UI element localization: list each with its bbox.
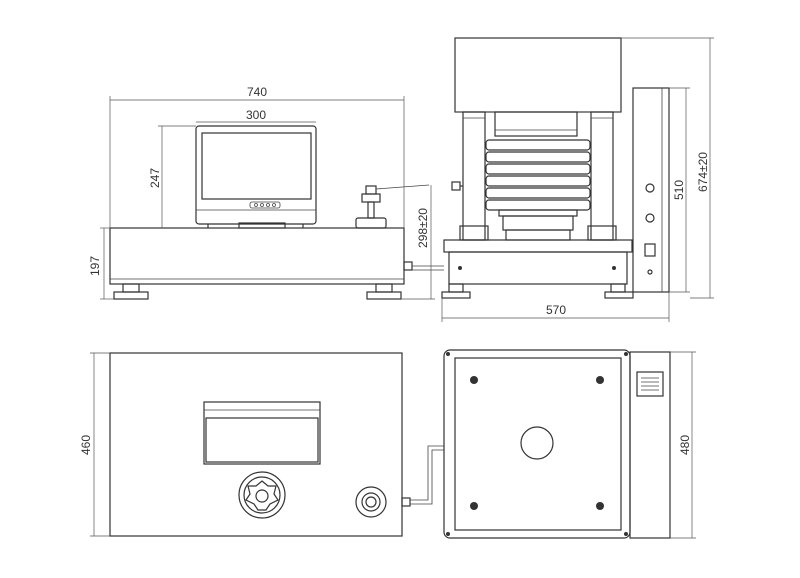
top-base (109, 352, 403, 537)
dim-total-height: 674±20 (696, 152, 710, 192)
top-knob (238, 471, 286, 519)
dim-monitor-height: 247 (148, 168, 162, 188)
dim-top-depth: 460 (79, 435, 93, 455)
bellows (485, 139, 591, 217)
side-base (443, 239, 633, 253)
column-left (462, 111, 486, 241)
side-view: 570 510 674±20 (441, 37, 714, 322)
dim-side-depth: 570 (546, 303, 566, 317)
front-foot-left (113, 283, 149, 300)
dim-test-height: 298±20 (416, 208, 430, 248)
top-gauge (355, 486, 387, 518)
dim-monitor-width: 300 (246, 108, 266, 122)
dim-front-width: 740 (247, 85, 267, 99)
front-foot-right (366, 283, 402, 300)
control-column (632, 87, 670, 293)
front-view: 740 300 247 197 298±20 (88, 85, 444, 300)
dim-right-depth: 480 (678, 435, 692, 455)
side-head (454, 37, 622, 113)
column-right (590, 111, 614, 241)
top-view: 460 (79, 352, 444, 537)
monitor (195, 125, 317, 229)
dim-column-height: 510 (672, 180, 686, 200)
dim-base-height: 197 (88, 256, 102, 276)
front-connector (403, 261, 413, 271)
front-base (109, 227, 405, 285)
right-top-view: 480 (443, 349, 696, 539)
adjustment-knob (355, 184, 430, 229)
